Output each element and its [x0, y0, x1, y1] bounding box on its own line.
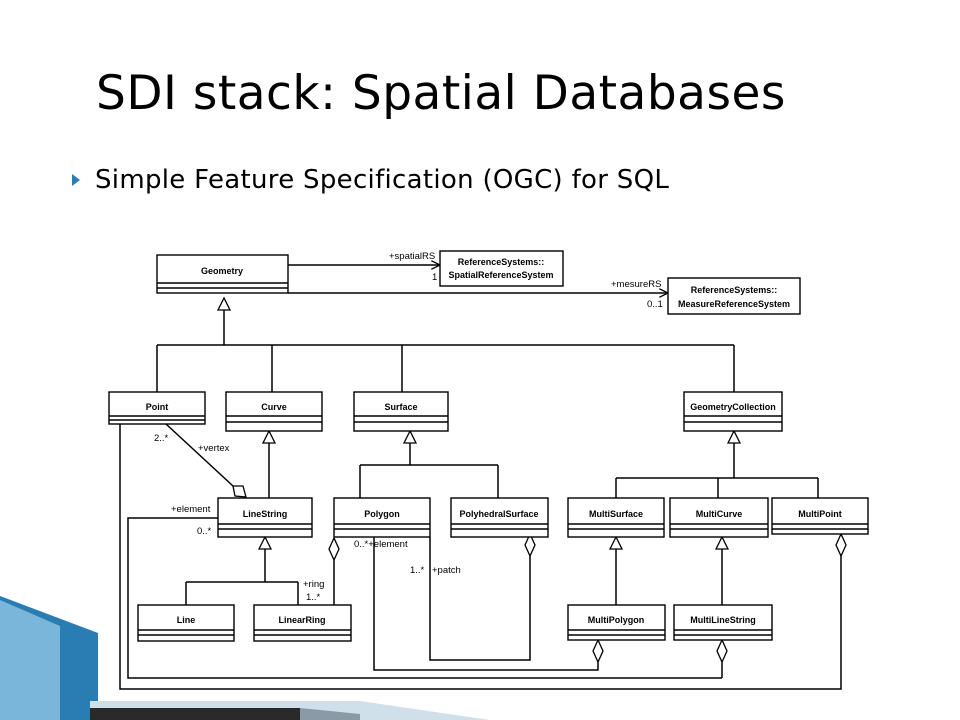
class-line-string-label: LineString [243, 509, 288, 519]
label-vertex-mult: 2..* [154, 433, 169, 444]
class-multi-surface: MultiSurface [567, 497, 665, 538]
label-measure-rs: +mesureRS [611, 279, 661, 290]
bullet-text: Simple Feature Specification (OGC) for S… [95, 165, 670, 195]
class-mrs-label-2: MeasureReferenceSystem [678, 299, 790, 309]
slide-title: SDI stack: Spatial Databases [96, 66, 786, 121]
label-patch-mult: 1..* [410, 565, 425, 576]
class-polygon: Polygon [333, 497, 431, 538]
class-geometry: Geometry [156, 254, 289, 294]
slide-accent-decoration [0, 596, 490, 720]
bullet-item: Simple Feature Specification (OGC) for S… [72, 163, 669, 197]
label-patch: +patch [432, 565, 461, 576]
uml-connectors: LineString aggregation --> [119, 265, 847, 690]
class-multi-line-string: MultiLineString [673, 604, 773, 641]
class-curve: Curve [225, 391, 323, 432]
label-element-mult: 0..* [197, 526, 212, 537]
triangle-bullet-icon [72, 174, 80, 186]
class-spatial-reference-system: ReferenceSystems:: SpatialReferenceSyste… [439, 250, 564, 287]
label-ring: +ring [303, 579, 324, 590]
class-line: Line [137, 604, 235, 642]
class-geometry-collection-label: GeometryCollection [690, 402, 776, 412]
class-geometry-label: Geometry [201, 266, 243, 276]
class-multi-polygon-label: MultiPolygon [588, 615, 645, 625]
class-polyhedral-surface: PolyhedralSurface [450, 497, 549, 538]
class-line-label: Line [177, 615, 196, 625]
label-measure-rs-mult: 0..1 [647, 299, 663, 310]
label-ring-mult: 1..* [306, 592, 321, 603]
class-multi-point-label: MultiPoint [798, 509, 842, 519]
class-polyhedral-surface-label: PolyhedralSurface [459, 509, 538, 519]
label-element: +element [171, 504, 211, 515]
class-point-label: Point [146, 402, 169, 412]
class-linear-ring-label: LinearRing [278, 615, 325, 625]
class-multi-curve-label: MultiCurve [696, 509, 743, 519]
class-surface-label: Surface [384, 402, 417, 412]
class-linear-ring: LinearRing [253, 604, 352, 642]
class-polygon-label: Polygon [364, 509, 400, 519]
label-spatial-rs: +spatialRS [389, 251, 435, 262]
label-spatial-rs-mult: 1 [432, 272, 437, 283]
label-vertex: +vertex [198, 443, 230, 454]
class-curve-label: Curve [261, 402, 287, 412]
class-surface: Surface [353, 391, 449, 432]
label-polygon-element: 0..*+element [354, 539, 408, 550]
class-measure-reference-system: ReferenceSystems:: MeasureReferenceSyste… [667, 277, 801, 315]
class-mrs-label-1: ReferenceSystems:: [691, 285, 778, 295]
class-geometry-collection: GeometryCollection [683, 391, 783, 432]
class-srs-label-1: ReferenceSystems:: [458, 257, 545, 267]
class-multi-curve: MultiCurve [669, 497, 769, 538]
class-srs-label-2: SpatialReferenceSystem [448, 270, 553, 280]
class-multi-polygon: MultiPolygon [567, 604, 666, 641]
class-multi-point: MultiPoint [771, 497, 869, 535]
class-point: Point [108, 391, 206, 425]
class-multi-line-string-label: MultiLineString [690, 615, 756, 625]
association-labels: +spatialRS 1 +mesureRS 0..1 2..* +vertex… [154, 251, 663, 603]
class-line-string: LineString [217, 497, 313, 538]
class-multi-surface-label: MultiSurface [589, 509, 643, 519]
